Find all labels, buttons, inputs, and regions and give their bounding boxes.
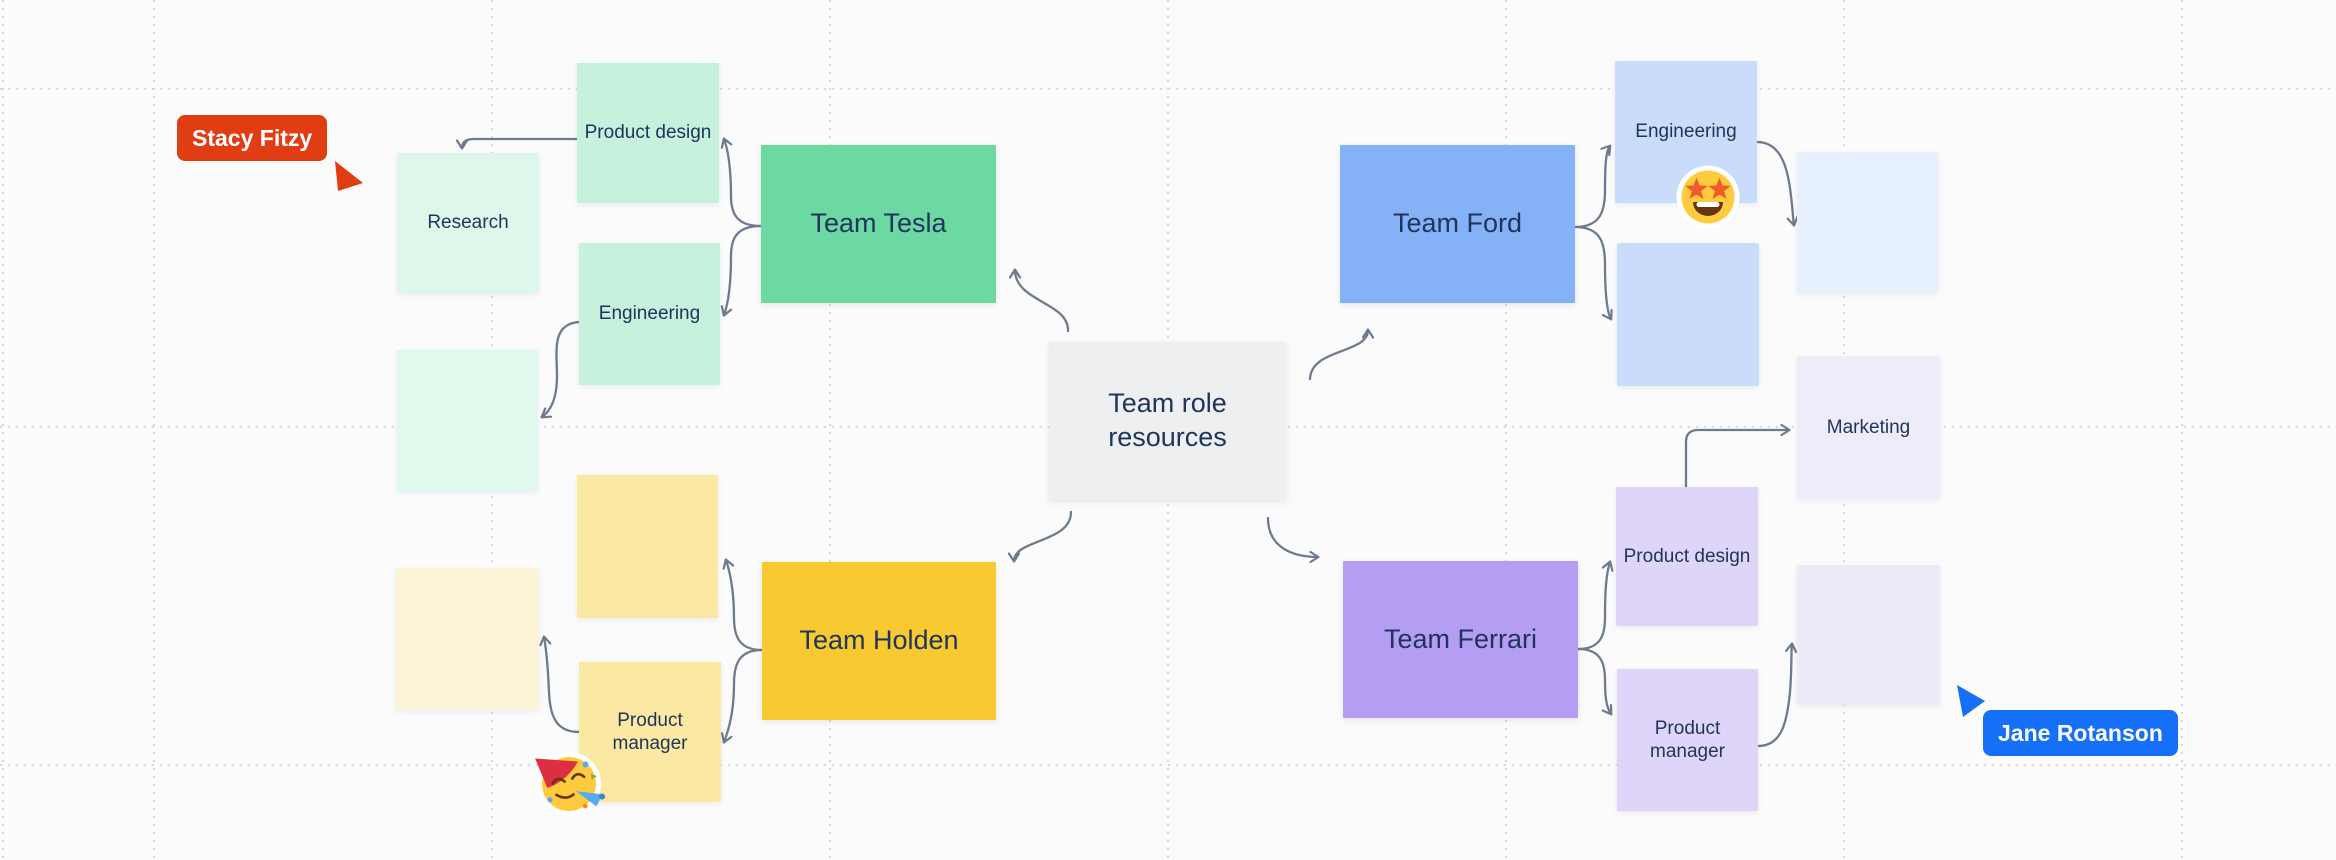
sticky-note-engineering-tesla[interactable]: Engineering	[579, 243, 720, 385]
grid-line	[829, 0, 831, 860]
connector-ford-engineering[interactable]	[1573, 146, 1610, 229]
jane-cursor-icon	[1957, 685, 1985, 717]
connector-center-ford[interactable]	[1308, 330, 1368, 381]
grid-line	[0, 764, 2336, 766]
sticky-note-label: Marketing	[1826, 416, 1911, 438]
collaborator-label-stacy: Stacy Fitzy	[177, 115, 328, 161]
node-label: Team Ferrari	[1383, 623, 1538, 654]
connector-engineering-mint[interactable]	[542, 320, 581, 417]
sticky-note-label: Engineering	[1635, 121, 1737, 143]
node-label: Team Ford	[1392, 208, 1523, 239]
sticky-note-label: Engineering	[598, 303, 701, 325]
collaborator-label-jane: Jane Rotanson	[1983, 710, 2178, 756]
connector-ford-blueempty[interactable]	[1573, 225, 1611, 319]
sticky-note-lavender-empty-right[interactable]	[1797, 565, 1940, 705]
connector-center-tesla[interactable]	[1015, 270, 1070, 333]
connector-ferrari-productdesign[interactable]	[1576, 562, 1610, 651]
node-center-topic[interactable]: Team role resources	[1049, 342, 1286, 500]
sticky-note-blue-empty-right[interactable]	[1797, 152, 1938, 293]
grid-line	[1505, 0, 1507, 860]
sticky-note-product-manager-holden[interactable]: Product manager	[579, 662, 721, 802]
sticky-note-label: Research	[427, 212, 509, 234]
node-team-ferrari[interactable]: Team Ferrari	[1343, 561, 1578, 718]
node-team-tesla[interactable]: Team Tesla	[761, 145, 996, 303]
sticky-note-pale-yellow-empty[interactable]	[396, 568, 539, 710]
collaborator-name: Stacy Fitzy	[192, 124, 313, 151]
connector-productdesign-marketing[interactable]	[1684, 430, 1789, 489]
connector-holden-yellowempty[interactable]	[726, 560, 764, 652]
sticky-note-research[interactable]: Research	[397, 153, 539, 293]
sticky-note-product-manager-ferrari[interactable]: Product manager	[1617, 669, 1758, 811]
connector-tesla-engineering[interactable]	[724, 224, 763, 315]
sticky-note-blue-empty[interactable]	[1617, 243, 1759, 386]
collaborator-name: Jane Rotanson	[1998, 719, 2163, 746]
sticky-note-label: Product manager	[1650, 717, 1725, 762]
connector-center-ferrari[interactable]	[1266, 516, 1318, 557]
sticky-note-marketing[interactable]: Marketing	[1797, 356, 1940, 499]
connector-ferrari-productmanager[interactable]	[1576, 647, 1611, 714]
node-team-holden[interactable]: Team Holden	[762, 562, 996, 720]
connector-pmholden-pale[interactable]	[544, 637, 581, 734]
sticky-note-label: Product manager	[612, 709, 688, 754]
node-team-ford[interactable]: Team Ford	[1340, 145, 1575, 303]
sticky-note-product-design-tesla[interactable]: Product design	[577, 63, 719, 203]
grid-line	[2, 0, 4, 860]
node-label: Team Tesla	[810, 208, 947, 239]
connector-holden-productmanager[interactable]	[724, 648, 764, 742]
connector-fordeng-blueright[interactable]	[1755, 140, 1794, 225]
grid-line	[153, 0, 155, 860]
connector-productdesign-research[interactable]	[462, 137, 579, 148]
sticky-note-label: Product design	[584, 122, 712, 144]
connector-center-holden[interactable]	[1014, 510, 1073, 561]
stacy-cursor-icon	[335, 161, 363, 191]
connector-tesla-productdesign[interactable]	[724, 139, 763, 228]
sticky-note-product-design-ferrari[interactable]: Product design	[1616, 487, 1758, 626]
star-struck-emoji[interactable]	[1672, 161, 1744, 233]
sticky-note-label: Product design	[1623, 545, 1751, 567]
grid-line	[2181, 0, 2183, 860]
node-label: Team role resources	[1108, 388, 1227, 452]
sticky-note-yellow-empty[interactable]	[577, 475, 718, 618]
grid-line	[0, 88, 2336, 90]
node-label: Team Holden	[799, 625, 959, 656]
connector-pmferrari-lavender[interactable]	[1756, 644, 1792, 748]
sticky-note-mint-empty[interactable]	[397, 350, 538, 491]
partying-face-emoji[interactable]	[531, 746, 607, 822]
